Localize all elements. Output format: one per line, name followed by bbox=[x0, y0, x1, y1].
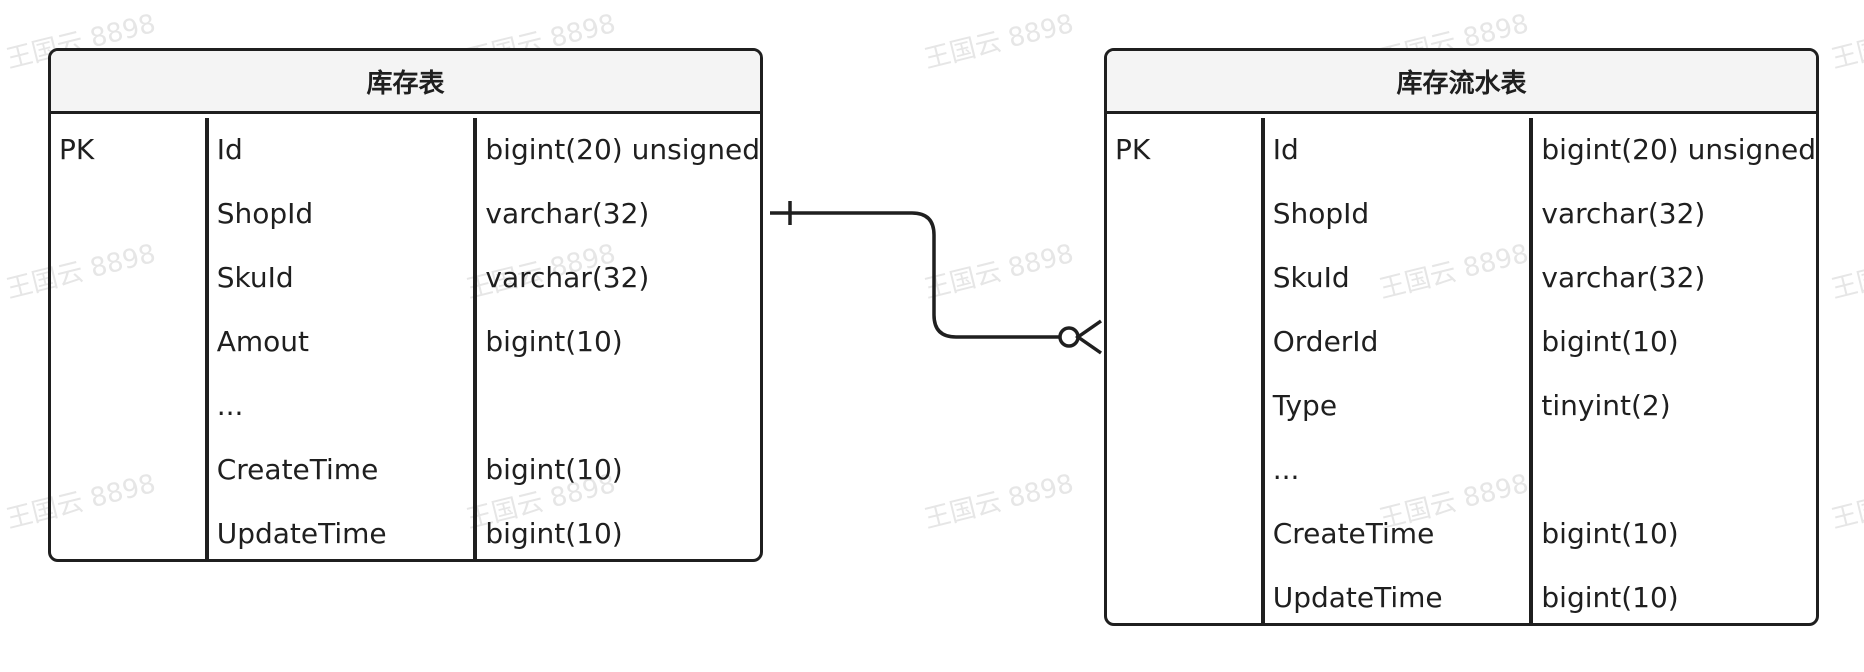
key-cell: PK bbox=[1115, 133, 1151, 166]
field-type bbox=[477, 374, 760, 438]
field-name-column: Id ShopId SkuId OrderId Type ... CreateT… bbox=[1265, 118, 1534, 623]
field-type-column: bigint(20) unsigned varchar(32) varchar(… bbox=[1533, 118, 1816, 623]
key-column: PK bbox=[1107, 118, 1265, 623]
entity-title: 库存表 bbox=[51, 51, 760, 114]
entity-body: PK Id ShopId SkuId Amout ... CreateTime … bbox=[51, 114, 760, 559]
key-cell bbox=[1107, 310, 1261, 374]
field-name: Id bbox=[216, 133, 243, 166]
entity-stock-flow-table[interactable]: 库存流水表 PK Id ShopId SkuId OrderId Type ..… bbox=[1104, 48, 1819, 626]
field-name: ... bbox=[216, 389, 244, 422]
field-name: CreateTime bbox=[216, 453, 379, 486]
key-cell bbox=[51, 374, 205, 438]
field-name: OrderId bbox=[1272, 325, 1379, 358]
entity-title: 库存流水表 bbox=[1107, 51, 1816, 114]
key-cell bbox=[1107, 182, 1261, 246]
field-name: Amout bbox=[216, 325, 310, 358]
field-type: varchar(32) bbox=[485, 261, 650, 294]
field-type bbox=[1533, 438, 1816, 502]
key-cell bbox=[51, 182, 205, 246]
many-cardinality-mark bbox=[1074, 319, 1102, 355]
field-type: bigint(10) bbox=[485, 517, 623, 550]
key-column: PK bbox=[51, 118, 209, 559]
key-cell bbox=[1107, 246, 1261, 310]
relationship-line[interactable] bbox=[770, 211, 1060, 339]
field-type: varchar(32) bbox=[1541, 197, 1706, 230]
field-name: CreateTime bbox=[1272, 517, 1435, 550]
key-cell bbox=[51, 310, 205, 374]
field-type: varchar(32) bbox=[485, 197, 650, 230]
key-cell: PK bbox=[59, 133, 95, 166]
key-cell bbox=[1107, 502, 1261, 566]
field-name: Type bbox=[1272, 389, 1338, 422]
entity-body: PK Id ShopId SkuId OrderId Type ... Crea… bbox=[1107, 114, 1816, 623]
field-name: UpdateTime bbox=[1272, 581, 1443, 614]
field-type: bigint(20) unsigned bbox=[1541, 133, 1816, 166]
key-cell bbox=[51, 438, 205, 502]
field-name: Id bbox=[1272, 133, 1299, 166]
key-cell bbox=[1107, 374, 1261, 438]
field-type: bigint(10) bbox=[485, 325, 623, 358]
field-name: SkuId bbox=[1272, 261, 1350, 294]
field-type: bigint(10) bbox=[1541, 517, 1679, 550]
key-cell bbox=[1107, 566, 1261, 623]
field-name: SkuId bbox=[216, 261, 294, 294]
key-cell bbox=[51, 502, 205, 559]
field-name: ... bbox=[1272, 453, 1300, 486]
field-name: ShopId bbox=[216, 197, 314, 230]
key-cell bbox=[1107, 438, 1261, 502]
field-type: bigint(10) bbox=[485, 453, 623, 486]
field-type: bigint(20) unsigned bbox=[485, 133, 760, 166]
field-type: bigint(10) bbox=[1541, 581, 1679, 614]
field-type: varchar(32) bbox=[1541, 261, 1706, 294]
field-type-column: bigint(20) unsigned varchar(32) varchar(… bbox=[477, 118, 760, 559]
entity-stock-table[interactable]: 库存表 PK Id ShopId SkuId Amout ... CreateT… bbox=[48, 48, 763, 562]
field-type: tinyint(2) bbox=[1541, 389, 1671, 422]
field-name: ShopId bbox=[1272, 197, 1370, 230]
key-cell bbox=[51, 246, 205, 310]
field-name: UpdateTime bbox=[216, 517, 387, 550]
field-type: bigint(10) bbox=[1541, 325, 1679, 358]
field-name-column: Id ShopId SkuId Amout ... CreateTime Upd… bbox=[209, 118, 478, 559]
